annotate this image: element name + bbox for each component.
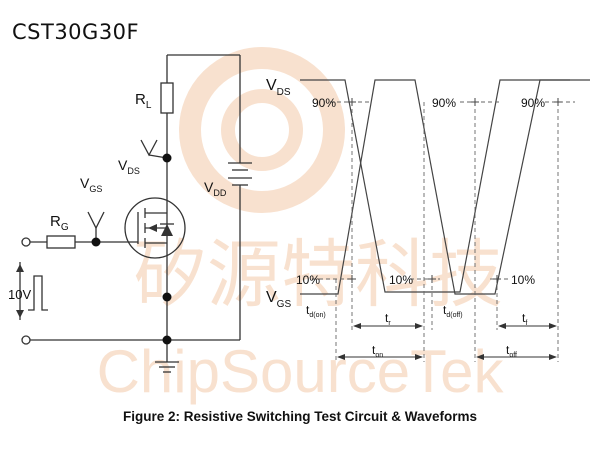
pct10-a: 10% (296, 273, 320, 287)
pct90-a: 90% (312, 96, 336, 110)
probe-vgs (87, 211, 105, 230)
label-rl: RL (135, 91, 152, 111)
wave-label-vds: VDS (266, 77, 291, 98)
input-pulse (28, 275, 48, 311)
part-number-title: CST30G30F (12, 20, 140, 44)
probe-vds (140, 139, 158, 157)
label-td-off: td(off) (443, 303, 463, 319)
label-tr: tr (385, 311, 391, 327)
label-tf: tf (522, 311, 527, 327)
node-source (162, 292, 172, 302)
mosfet-body-diode (161, 224, 173, 236)
reference-lines (312, 101, 575, 362)
vds-trace (300, 79, 545, 293)
mosfet-arrow (148, 224, 157, 232)
terminal-input-bottom (21, 335, 31, 345)
label-ton: ton (372, 343, 383, 359)
pct10-b: 10% (389, 273, 413, 287)
resistor-rg (46, 235, 76, 249)
node-ground (162, 335, 172, 345)
label-vgs-probe: VGS (80, 175, 102, 194)
pulse-arrow-up (16, 264, 24, 272)
pulse-arrow-down (16, 310, 24, 318)
figure-caption: Figure 2: Resistive Switching Test Circu… (122, 409, 478, 424)
pct90-b: 90% (432, 96, 456, 110)
pct90-c: 90% (521, 96, 545, 110)
watermark-chinese: 矽源特科技 (133, 233, 503, 316)
resistor-rl (160, 82, 174, 114)
wave-label-vgs: VGS (266, 289, 291, 310)
label-vdd: VDD (204, 179, 227, 198)
waveforms (300, 79, 590, 295)
label-pulse-amplitude: 10V (8, 287, 31, 302)
mosfet-body (124, 197, 186, 259)
watermark-logo-ring (179, 47, 345, 213)
label-toff: toff (506, 343, 517, 359)
node-gate (91, 237, 101, 247)
label-td-on: td(on) (306, 303, 326, 319)
cross-markers (348, 98, 562, 283)
vgs-trace (300, 79, 570, 295)
label-rg: RG (50, 213, 69, 233)
terminal-input-top (21, 237, 31, 247)
test-circuit (19, 54, 252, 373)
timing-arrows (337, 323, 557, 360)
node-drain (162, 153, 172, 163)
pct10-c: 10% (511, 273, 535, 287)
watermark-latin: ChipSourceTek (97, 338, 505, 405)
watermark-logo-inner (221, 89, 303, 171)
label-vds-probe: VDS (118, 157, 140, 176)
